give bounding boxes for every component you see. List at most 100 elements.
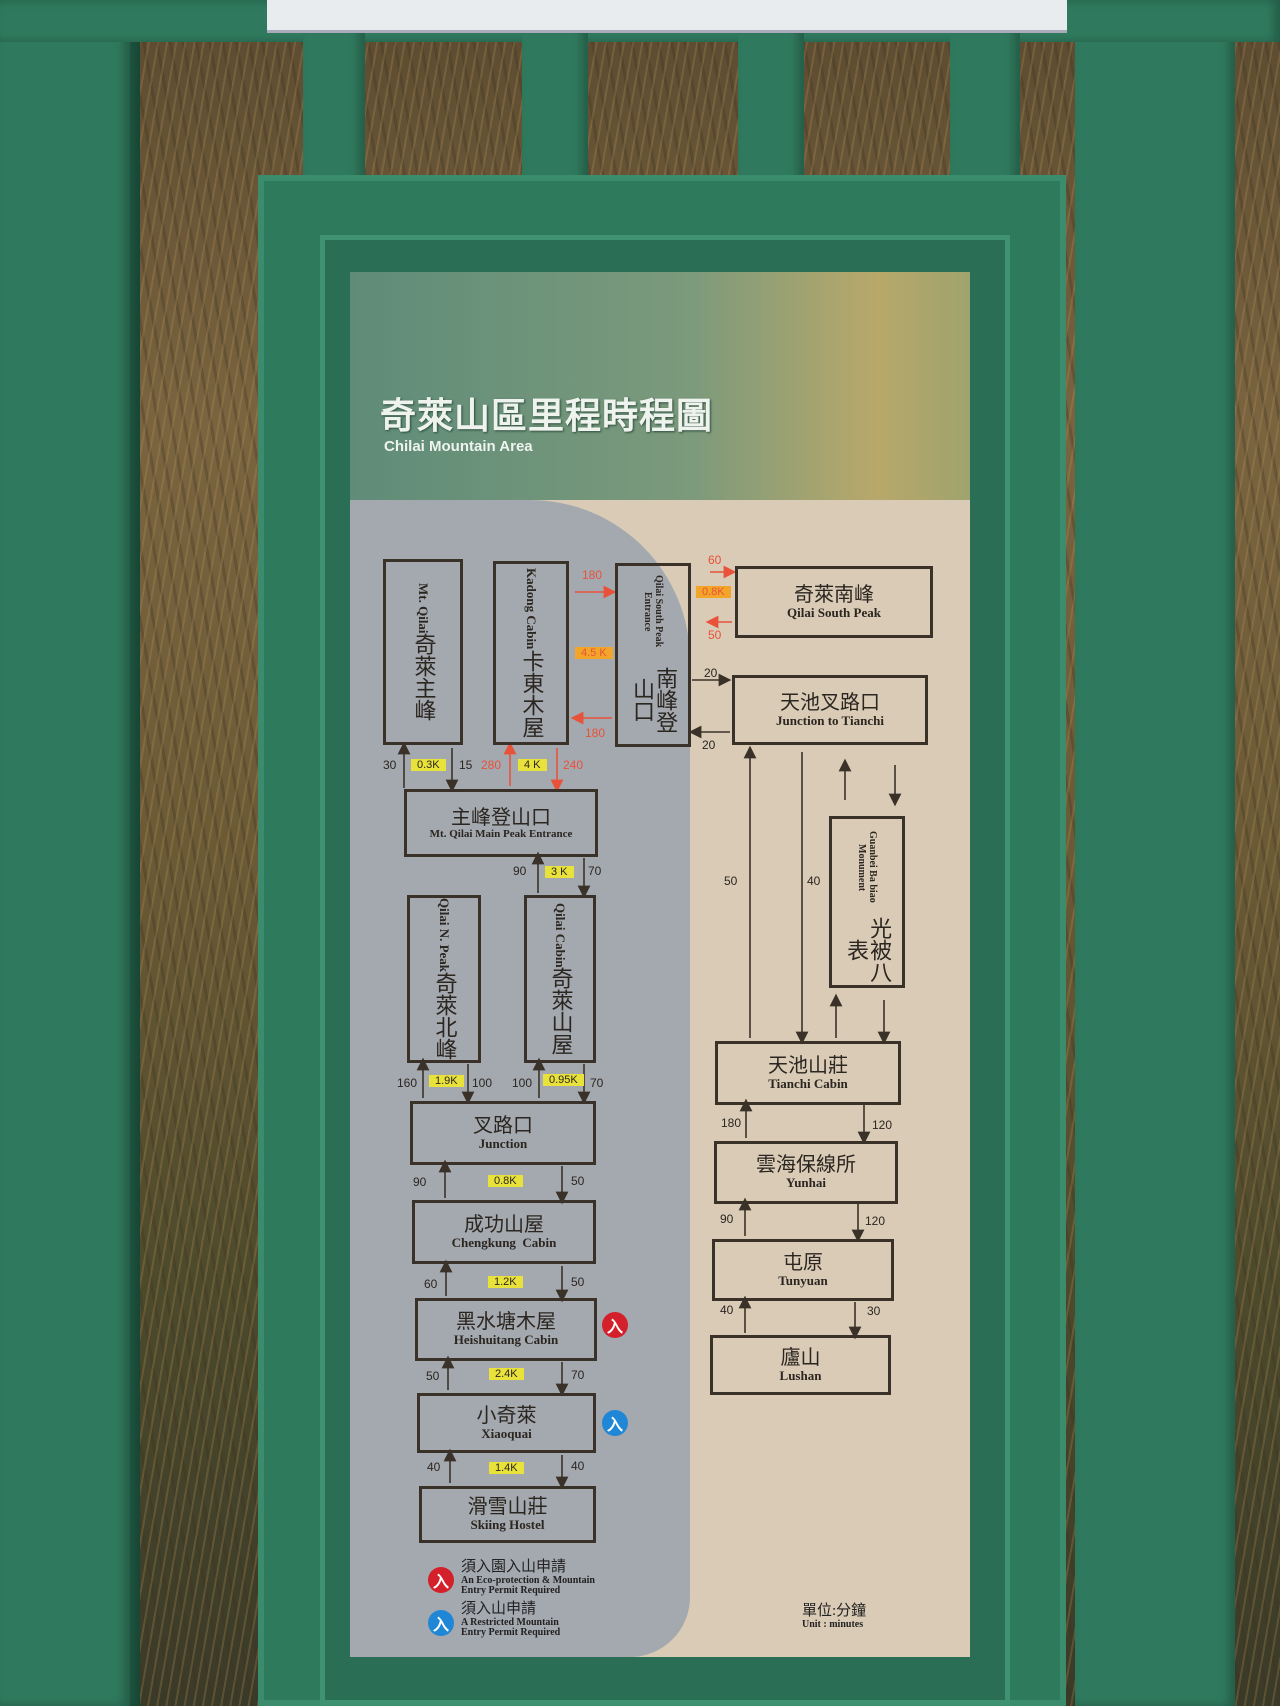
location-en: Xiaoquai <box>481 1425 532 1441</box>
fence-post-left <box>0 0 130 1706</box>
time-label: 20 <box>704 666 718 680</box>
location-en: Chengkung Cabin <box>451 1234 557 1250</box>
time-label: 90 <box>413 1175 427 1189</box>
unit-en: Unit : minutes <box>802 1618 864 1630</box>
location-en: Kadong Cabin <box>524 568 539 650</box>
location-en: Tunyuan <box>778 1272 828 1288</box>
distance-label: 1.9K <box>429 1075 464 1087</box>
location-zh: 天池叉路口 <box>780 689 880 714</box>
distance-label: 0.95K <box>543 1074 584 1086</box>
location-zh: 主峰登山口 <box>451 804 551 829</box>
location-zh: 光被八表 <box>843 917 892 984</box>
location-en: Qilai N. Peak <box>437 898 452 973</box>
location-en: Yunhai <box>786 1175 826 1190</box>
fence-slat <box>950 0 1020 200</box>
time-label: 30 <box>867 1304 881 1318</box>
location-en: Tianchi Cabin <box>768 1075 848 1091</box>
distance-label: 0.3K <box>411 759 446 771</box>
time-label: 280 <box>481 758 502 772</box>
time-label: 100 <box>472 1076 493 1090</box>
location-zh: 奇萊主峰 <box>410 633 436 722</box>
location-zh: 小奇萊 <box>476 1402 537 1427</box>
fence-slat <box>303 0 365 200</box>
distance-label: 0.8K <box>696 586 731 598</box>
time-label: 40 <box>427 1460 441 1474</box>
location-zh: 叉路口 <box>473 1112 533 1137</box>
location-en: Qilai Cabin <box>553 902 568 968</box>
time-label: 180 <box>721 1116 742 1130</box>
time-label: 160 <box>397 1076 418 1090</box>
time-label: 50 <box>571 1174 585 1188</box>
time-label: 70 <box>590 1076 604 1090</box>
time-label: 15 <box>459 758 473 772</box>
fence-slat <box>522 0 588 200</box>
location-zh: 成功山屋 <box>464 1211 544 1236</box>
time-label: 180 <box>585 726 606 740</box>
time-label: 40 <box>720 1303 734 1317</box>
location-guanbei: 光被八表 Guanbei Ba biao Monument <box>829 816 905 988</box>
legend-en: Entry Permit Required <box>461 1627 561 1639</box>
location-zh: 奇萊南峰 <box>794 581 874 606</box>
time-label: 60 <box>708 553 722 567</box>
location-en: Junction <box>478 1135 528 1151</box>
location-zh: 南峰登山口 <box>629 667 678 734</box>
time-label: 60 <box>424 1277 438 1291</box>
location-en: Guanbei Ba biao Monument <box>856 831 878 903</box>
sign-subtitle: Chilai Mountain Area <box>384 438 533 455</box>
time-label: 50 <box>708 628 722 642</box>
distance-label: 4 K <box>518 759 547 771</box>
time-label: 120 <box>865 1214 886 1228</box>
time-label: 20 <box>702 738 716 752</box>
location-zh: 黑水塘木屋 <box>456 1309 556 1333</box>
location-zh: 廬山 <box>780 1344 821 1369</box>
legend-zh: 須入山申請 <box>461 1601 537 1617</box>
time-label: 90 <box>513 864 527 878</box>
eco-permit-icon: 入 <box>602 1312 628 1338</box>
time-label: 40 <box>571 1459 585 1473</box>
location-zh: 奇萊山屋 <box>547 967 573 1056</box>
location-zh: 天池山莊 <box>768 1052 848 1077</box>
distance-label: 3 K <box>545 866 574 878</box>
distance-label: 4.5 K <box>575 647 613 659</box>
location-en: Heishuitang Cabin <box>453 1332 559 1347</box>
location-zh: 卡東木屋 <box>518 649 544 738</box>
legend-restricted-permit-icon: 入 <box>428 1610 454 1636</box>
time-label: 50 <box>426 1369 440 1383</box>
location-en: Qilai South Peak <box>787 604 881 620</box>
location-zh: 雲海保線所 <box>756 1152 856 1176</box>
trail-map-panel: 奇萊山區里程時程圖 Chilai Mountain Area <box>350 272 970 1657</box>
location-zh: 屯原 <box>783 1249 823 1274</box>
location-zh: 奇萊北峰 <box>431 972 457 1061</box>
time-label: 70 <box>588 864 602 878</box>
restricted-permit-icon: 入 <box>602 1410 628 1436</box>
sign-header: 奇萊山區里程時程圖 Chilai Mountain Area <box>350 272 970 500</box>
fence-post-left-inner <box>130 0 140 1706</box>
location-en: Skiing Hostel <box>470 1517 545 1532</box>
location-en: Mt. Qilai Main Peak Entrance <box>429 827 573 840</box>
distance-label: 1.4K <box>489 1462 524 1474</box>
sign-title: 奇萊山區里程時程圖 <box>380 396 714 437</box>
time-label: 100 <box>512 1076 533 1090</box>
fence-slat <box>738 0 804 200</box>
distance-label: 0.8K <box>488 1175 523 1187</box>
time-label: 240 <box>563 758 584 772</box>
time-label: 180 <box>582 568 603 582</box>
unit-zh: 單位:分鐘 <box>802 1603 867 1619</box>
time-label: 50 <box>571 1275 585 1289</box>
time-label: 90 <box>720 1212 734 1226</box>
